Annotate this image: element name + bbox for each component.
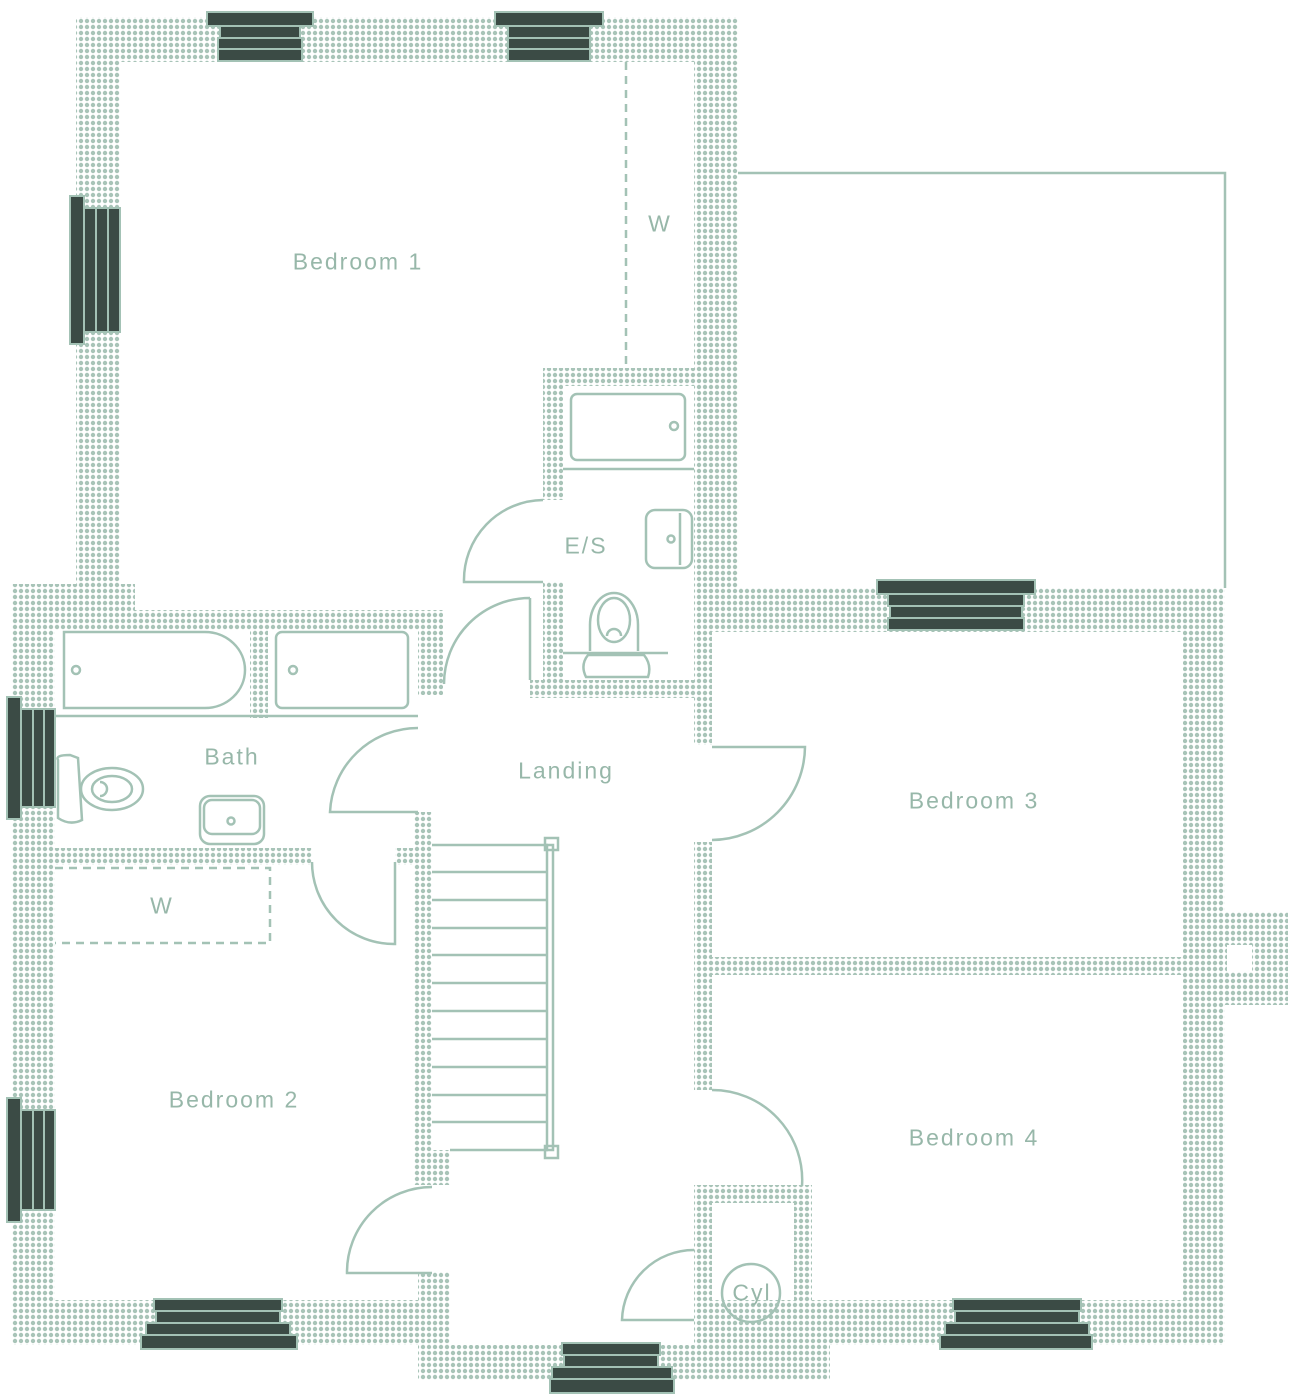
wardrobes — [55, 62, 628, 945]
room-label-bedroom-3: Bedroom 3 — [908, 787, 1040, 814]
door-cylinder — [620, 1248, 695, 1322]
door-bedroom1 — [442, 596, 532, 685]
door-bedroom4 — [711, 1088, 804, 1187]
doors — [310, 498, 807, 1322]
room-label-bath: Bath — [204, 743, 260, 770]
door-wardrobe — [310, 861, 397, 946]
door-bedroom3 — [711, 745, 807, 842]
window-left-bath — [6, 696, 56, 820]
window-landing-bottom — [549, 1342, 675, 1394]
window-bedroom3 — [876, 579, 1036, 631]
shower-tray-bath — [274, 630, 410, 710]
window-top-1 — [206, 11, 314, 62]
window-bedroom4-bottom — [939, 1298, 1093, 1350]
room-label-bedroom-2: Bedroom 2 — [168, 1086, 300, 1113]
room-label-wardrobe-2: W — [150, 892, 174, 919]
windows — [6, 11, 1093, 1394]
room-label-landing: Landing — [518, 757, 614, 784]
toilet-bath — [56, 753, 145, 824]
window-top-2 — [494, 11, 604, 62]
fixtures — [55, 392, 782, 1324]
garage-outline — [738, 171, 1227, 588]
basin-bath — [198, 794, 266, 846]
bathtub — [55, 630, 418, 718]
cylinder — [720, 1262, 782, 1324]
door-bath — [328, 726, 419, 814]
window-bedroom2-bottom — [140, 1298, 298, 1350]
shower-tray-ensuite — [563, 392, 694, 471]
staircase — [432, 836, 560, 1160]
toilet-ensuite — [563, 591, 668, 679]
window-left-bedroom1 — [69, 195, 121, 345]
room-label-bedroom-1: Bedroom 1 — [292, 248, 424, 275]
room-label-wardrobe-1: W — [648, 210, 672, 237]
basin-ensuite — [644, 508, 694, 570]
door-bedroom2 — [345, 1185, 433, 1275]
window-left-bedroom2 — [6, 1097, 56, 1223]
room-label-cylinder: Cyl — [732, 1279, 772, 1306]
door-ensuite — [462, 498, 544, 584]
room-label-bedroom-4: Bedroom 4 — [908, 1124, 1040, 1151]
room-label-ensuite: E/S — [564, 532, 608, 559]
